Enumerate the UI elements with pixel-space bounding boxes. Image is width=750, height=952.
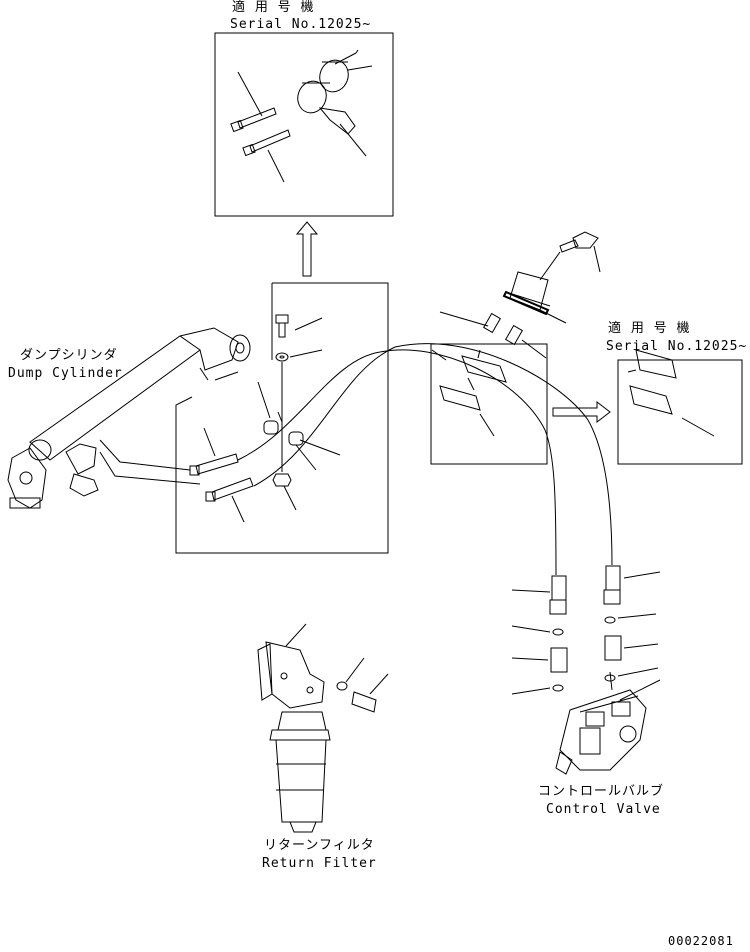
top-inset-title-jp: 適 用 号 機 — [232, 0, 315, 15]
main-detail-box — [175, 282, 613, 576]
top-inset-box — [214, 32, 394, 217]
return-filter-label-en: Return Filter — [262, 856, 377, 871]
arrow-up-icon — [295, 221, 319, 277]
bracket-plate-drawing — [439, 231, 601, 359]
control-valve-drawing — [511, 565, 661, 775]
dump-cylinder-label-en: Dump Cylinder — [8, 366, 123, 381]
dump-cylinder-label-jp: ダンプシリンダ — [20, 348, 118, 363]
top-inset-serial: Serial No.12025~ — [230, 17, 372, 32]
control-valve-label-jp: コントロールバルブ — [538, 784, 665, 799]
drawing-number: 00022081 — [668, 934, 734, 948]
clamp-detail-box — [430, 343, 548, 465]
control-valve-label-en: Control Valve — [546, 802, 661, 817]
right-inset-box — [617, 349, 743, 465]
return-filter-drawing — [257, 623, 389, 833]
right-inset-serial: Serial No.12025~ — [606, 339, 748, 354]
dump-cylinder-drawing — [7, 327, 251, 509]
arrow-right-icon — [552, 400, 611, 424]
right-inset-title-jp: 適 用 号 機 — [608, 321, 691, 336]
return-filter-label-jp: リターンフィルタ — [264, 838, 375, 853]
